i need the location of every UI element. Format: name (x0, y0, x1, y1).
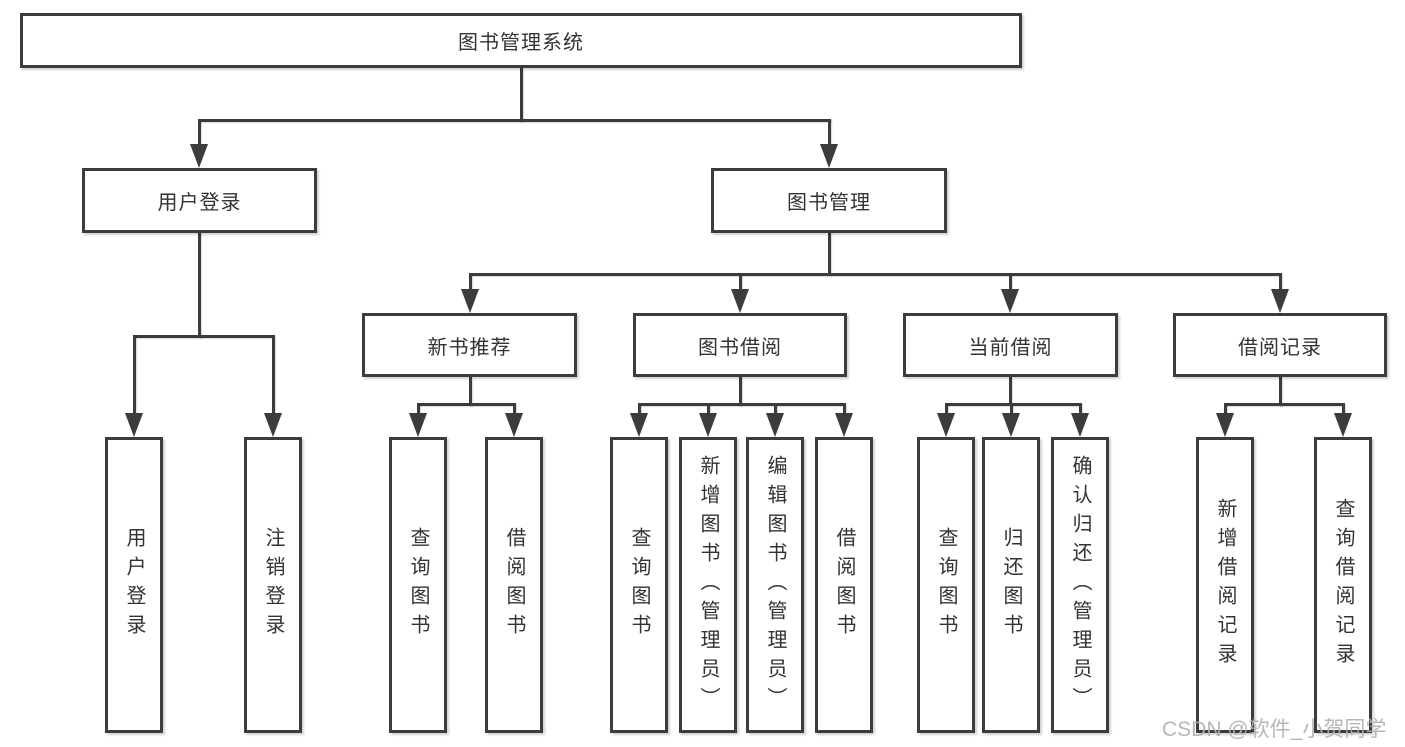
node-current-borrowing-label: 当前借阅 (968, 336, 1053, 359)
connector-arrow-stem (1010, 403, 1013, 415)
leaf-borrow-books-recommend: 借阅图书 (485, 437, 543, 733)
node-user-login-label: 用户登录 (157, 192, 242, 214)
connector-bookborrow-rail (638, 403, 845, 406)
node-book-management-label: 图书管理 (787, 192, 871, 214)
connector-borrowrecords-stem (1279, 377, 1282, 406)
connector-level2-rail (198, 119, 831, 122)
connector-arrow-leaf-logout-stem (272, 335, 275, 415)
connector-arrow-stem (707, 403, 710, 415)
leaf-add-borrow-record: 新增借阅记录 (1196, 437, 1254, 733)
leaf-user-login-label: 用户登录 (123, 527, 145, 643)
node-user-login: 用户登录 (82, 168, 317, 233)
connector-currentborrow-rail (945, 403, 1081, 406)
leaf-return-books-label: 归还图书 (1000, 527, 1022, 643)
leaf-user-login: 用户登录 (105, 437, 163, 733)
connector-arrow-stem (638, 403, 641, 415)
connector-bookborrow-stem (739, 377, 742, 406)
connector-level3-rail (469, 273, 1281, 276)
arrow-down-icon (1001, 289, 1019, 313)
leaf-return-books: 归还图书 (982, 437, 1040, 733)
connector-user-login-rail (133, 335, 274, 338)
connector-arrow-stem (774, 403, 777, 415)
connector-root-stem (520, 68, 523, 122)
connector-currentborrow-stem (1009, 377, 1012, 406)
connector-arrow-leaf-login-stem (133, 335, 136, 415)
connector-arrow-stem (1342, 403, 1345, 415)
connector-arrow-stem (843, 403, 846, 415)
arrow-down-icon (1334, 413, 1352, 437)
arrow-down-icon (1271, 289, 1289, 313)
arrow-down-icon (766, 413, 784, 437)
connector-book-mgmt-stem (828, 233, 831, 276)
arrow-down-icon (1002, 413, 1020, 437)
node-new-book-recommend: 新书推荐 (362, 313, 577, 377)
arrow-down-icon (731, 289, 749, 313)
node-book-management: 图书管理 (711, 168, 947, 233)
connector-newbook-stem (469, 377, 472, 406)
connector-arrow-stem (1224, 403, 1227, 415)
leaf-borrow-books-label: 借阅图书 (833, 527, 855, 643)
node-new-book-recommend-label: 新书推荐 (427, 336, 512, 359)
connector-arrow-user-login-stem (198, 119, 201, 146)
connector-borrowrecords-rail (1224, 403, 1344, 406)
connector-arrow-stem (417, 403, 420, 415)
csdn-watermark: CSDN @软件_小贺同学 (1162, 718, 1387, 741)
connector-arrow-stem (513, 403, 516, 415)
connector-arrow-bookborrow-stem (739, 273, 742, 291)
arrow-down-icon (937, 413, 955, 437)
node-root-label: 图书管理系统 (458, 32, 584, 54)
connector-newbook-rail (417, 403, 515, 406)
leaf-confirm-return-admin: 确认归还（管理员） (1051, 437, 1109, 733)
leaf-query-borrow-record: 查询借阅记录 (1314, 437, 1372, 733)
leaf-query-books-current: 查询图书 (917, 437, 975, 733)
arrow-down-icon (1071, 413, 1089, 437)
connector-arrow-newbook-stem (469, 273, 472, 291)
node-root-library-system: 图书管理系统 (20, 13, 1022, 68)
leaf-add-books-admin: 新增图书（管理员） (679, 437, 737, 733)
leaf-query-books-current-label: 查询图书 (935, 527, 957, 643)
arrow-down-icon (125, 413, 143, 437)
leaf-add-borrow-record-label: 新增借阅记录 (1214, 498, 1236, 672)
connector-user-login-stem (198, 233, 201, 338)
leaf-query-books-borrow-label: 查询图书 (628, 527, 650, 643)
node-current-borrowing: 当前借阅 (903, 313, 1118, 377)
leaf-edit-books-admin: 编辑图书（管理员） (746, 437, 804, 733)
arrow-down-icon (409, 413, 427, 437)
leaf-query-books-recommend: 查询图书 (389, 437, 447, 733)
leaf-query-borrow-record-label: 查询借阅记录 (1332, 498, 1354, 672)
connector-arrow-stem (945, 403, 948, 415)
node-borrowing-records-label: 借阅记录 (1238, 336, 1322, 359)
connector-arrow-borrowrecords-stem (1279, 273, 1282, 291)
arrow-down-icon (461, 289, 479, 313)
arrow-down-icon (630, 413, 648, 437)
leaf-confirm-return-admin-label: 确认归还（管理员） (1069, 454, 1091, 716)
leaf-edit-books-admin-label: 编辑图书（管理员） (764, 454, 786, 716)
leaf-query-books-recommend-label: 查询图书 (407, 527, 429, 643)
arrow-down-icon (505, 413, 523, 437)
leaf-query-books-borrow: 查询图书 (610, 437, 668, 733)
arrow-down-icon (835, 413, 853, 437)
leaf-logout-label: 注销登录 (262, 527, 284, 643)
leaf-add-books-admin-label: 新增图书（管理员） (697, 454, 719, 716)
leaf-borrow-books-recommend-label: 借阅图书 (503, 527, 525, 643)
connector-arrow-book-mgmt-stem (828, 119, 831, 146)
node-borrowing-records: 借阅记录 (1173, 313, 1387, 377)
arrow-down-icon (820, 144, 838, 168)
arrow-down-icon (1216, 413, 1234, 437)
leaf-borrow-books: 借阅图书 (815, 437, 873, 733)
leaf-logout: 注销登录 (244, 437, 302, 733)
arrow-down-icon (699, 413, 717, 437)
node-book-borrowing-label: 图书借阅 (698, 336, 782, 359)
node-book-borrowing: 图书借阅 (633, 313, 847, 377)
connector-arrow-currentborrow-stem (1009, 273, 1012, 291)
arrow-down-icon (190, 144, 208, 168)
arrow-down-icon (264, 413, 282, 437)
connector-arrow-stem (1079, 403, 1082, 415)
